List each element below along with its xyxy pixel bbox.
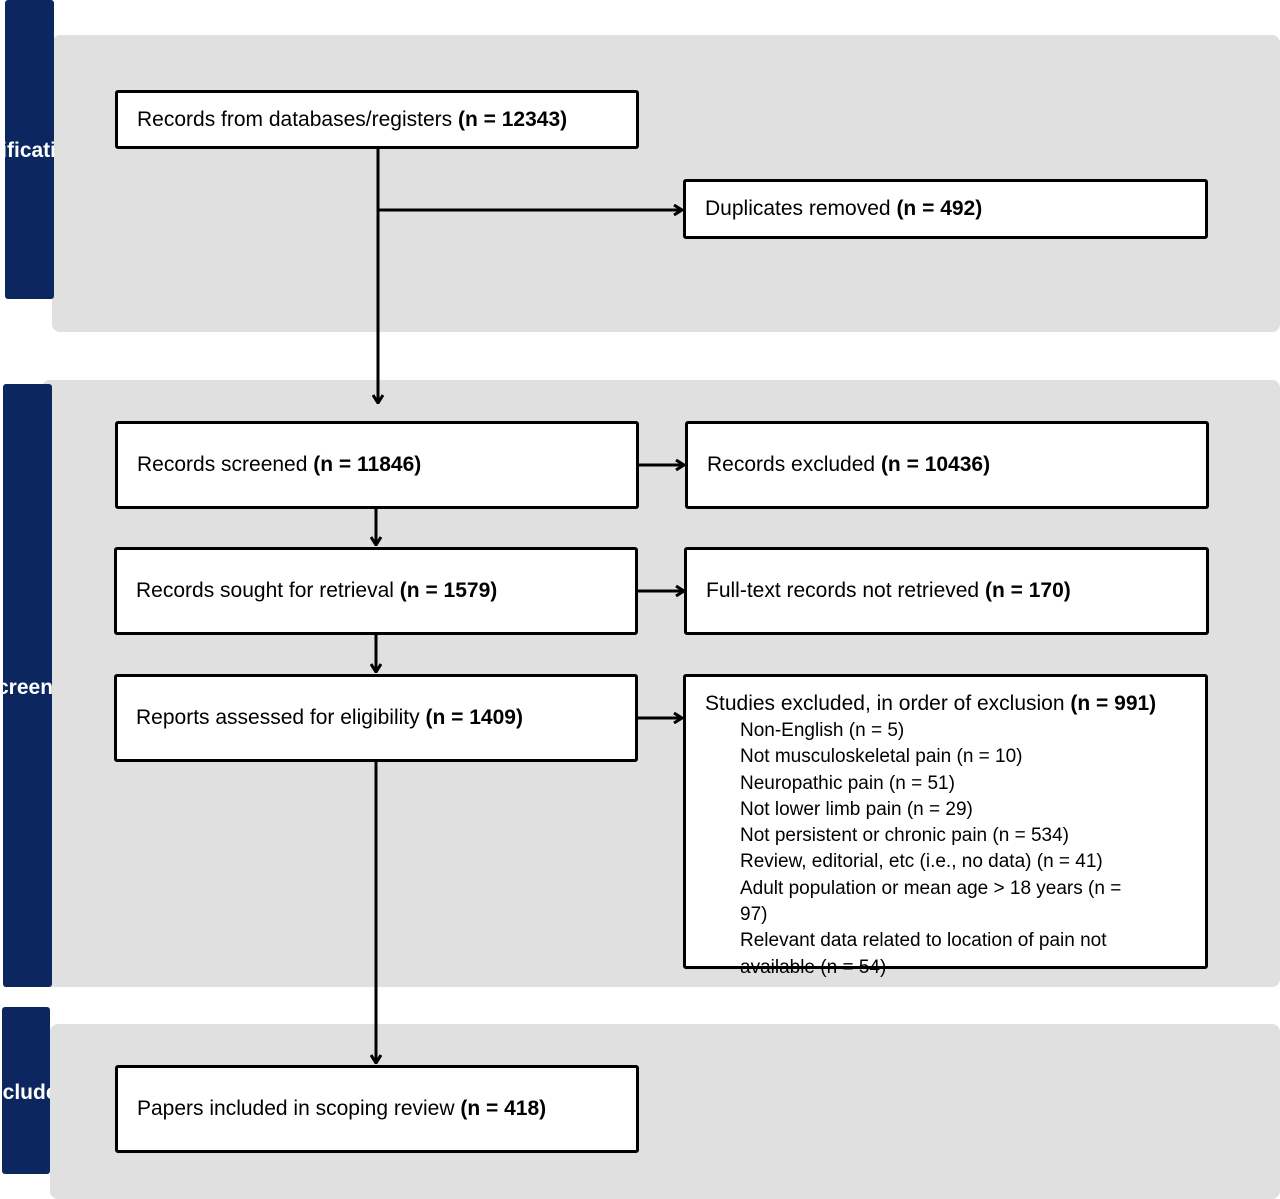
exclusion-reason: Not lower limb pain (n = 29) — [740, 798, 973, 820]
papers-included-box: Papers included in scoping review (n = 4… — [115, 1065, 639, 1153]
screening-sidebar: Screening — [3, 384, 52, 987]
records-excluded-label: Records excluded — [707, 453, 876, 476]
exclusion-reason: Not musculoskeletal pain (n = 10) — [740, 746, 1023, 768]
records-excluded-count: (n = 10436) — [880, 453, 991, 476]
studies-excluded-heading: Studies excluded, in order of exclusion … — [705, 691, 1205, 717]
records-excluded-box: Records excluded (n = 10436) — [685, 421, 1209, 509]
duplicates-removed-box: Duplicates removed (n = 492) — [683, 179, 1208, 239]
duplicates-removed-count: (n = 492) — [896, 197, 983, 220]
papers-included-count: (n = 418) — [460, 1097, 547, 1120]
identification-sidebar: Identification — [5, 0, 54, 299]
screening-stage-label: Screening — [3, 676, 52, 699]
records-from-databases-box: Records from databases/registers (n = 12… — [115, 90, 639, 149]
studies-excluded-label: Studies excluded, in order of exclusion — [705, 692, 1065, 715]
reports-assessed-box: Reports assessed for eligibility (n = 14… — [114, 674, 638, 762]
records-sought-box: Records sought for retrieval (n = 1579) — [114, 547, 638, 635]
included-stage-label: Included — [2, 1081, 50, 1104]
exclusion-reason: Relevant data related to location of pai… — [740, 930, 1107, 978]
exclusion-reason: Non-English (n = 5) — [740, 720, 905, 741]
studies-excluded-box: Studies excluded, in order of exclusion … — [683, 674, 1208, 978]
exclusion-reasons-list: Non-English (n = 5) Not musculoskeletal … — [705, 718, 1205, 981]
identification-stage-label: Identification — [5, 139, 54, 162]
not-retrieved-label: Full-text records not retrieved — [706, 579, 980, 602]
records-screened-count: (n = 11846) — [313, 453, 422, 476]
papers-included-label: Papers included in scoping review — [137, 1097, 455, 1120]
not-retrieved-count: (n = 170) — [984, 579, 1071, 602]
studies-excluded-count: (n = 991) — [1070, 692, 1157, 715]
records-screened-label: Records screened — [137, 453, 308, 476]
not-retrieved-box: Full-text records not retrieved (n = 170… — [684, 547, 1209, 635]
records-from-databases-count: (n = 12343) — [457, 107, 568, 131]
exclusion-reason: Review, editorial, etc (i.e., no data) (… — [740, 851, 1103, 873]
records-sought-label: Records sought for retrieval — [136, 579, 394, 602]
reports-assessed-count: (n = 1409) — [425, 706, 523, 729]
exclusion-reason: Not persistent or chronic pain (n = 534) — [740, 825, 1069, 847]
records-from-databases-label: Records from databases/registers — [137, 107, 453, 131]
exclusion-reason: Neuropathic pain (n = 51) — [740, 772, 955, 794]
included-sidebar: Included — [2, 1007, 50, 1174]
records-screened-box: Records screened (n = 11846) — [115, 421, 639, 509]
duplicates-removed-label: Duplicates removed — [705, 197, 891, 220]
records-sought-count: (n = 1579) — [399, 579, 498, 602]
reports-assessed-label: Reports assessed for eligibility — [136, 706, 420, 729]
exclusion-reason: Adult population or mean age > 18 years … — [740, 877, 1122, 926]
